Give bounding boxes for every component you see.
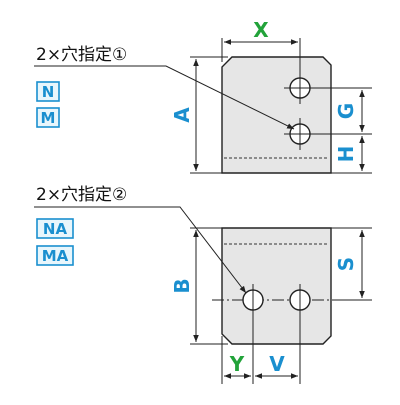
lower-plate (221, 227, 332, 345)
dimension-s: S (331, 227, 372, 301)
dimension-h: H (331, 136, 372, 174)
code-box-ma: MA (36, 245, 74, 266)
dimension-v: V (255, 316, 301, 384)
code-box-m: M (36, 107, 60, 128)
code-n-text: N (42, 83, 55, 101)
dimension-y: Y (221, 316, 254, 384)
upper-leader-line (34, 65, 295, 130)
dimension-x: X (221, 18, 301, 74)
upper-hole-top (284, 72, 316, 104)
dimension-g-label: G (334, 103, 358, 119)
upper-hole-label: 2×穴指定① (36, 45, 127, 65)
dimension-s-label: S (334, 257, 358, 271)
dimension-a: A (170, 56, 228, 174)
dimension-v-label: V (269, 352, 285, 376)
dimension-x-label: X (253, 18, 269, 42)
lower-hole-right (289, 284, 311, 316)
upper-hole-bottom (284, 118, 316, 150)
lower-hole-label: 2×穴指定② (36, 185, 127, 205)
code-m-text: M (41, 109, 56, 127)
upper-plate (221, 56, 332, 174)
dimension-b: B (170, 227, 228, 345)
dimension-b-label: B (170, 278, 194, 293)
code-ma-text: MA (42, 247, 69, 265)
code-box-n: N (36, 81, 60, 102)
code-na-text: NA (43, 220, 68, 238)
lower-hole-left (242, 284, 264, 316)
dimension-y-label: Y (229, 352, 245, 376)
dimension-a-label: A (170, 107, 194, 123)
upper-view: 2×穴指定① N M X A G (34, 18, 372, 174)
code-box-na: NA (36, 218, 74, 239)
lower-view: 2×穴指定② NA MA B S Y (34, 185, 372, 384)
dimension-g: G (316, 87, 372, 135)
dimension-h-label: H (334, 146, 358, 163)
lower-leader-line (34, 206, 247, 294)
